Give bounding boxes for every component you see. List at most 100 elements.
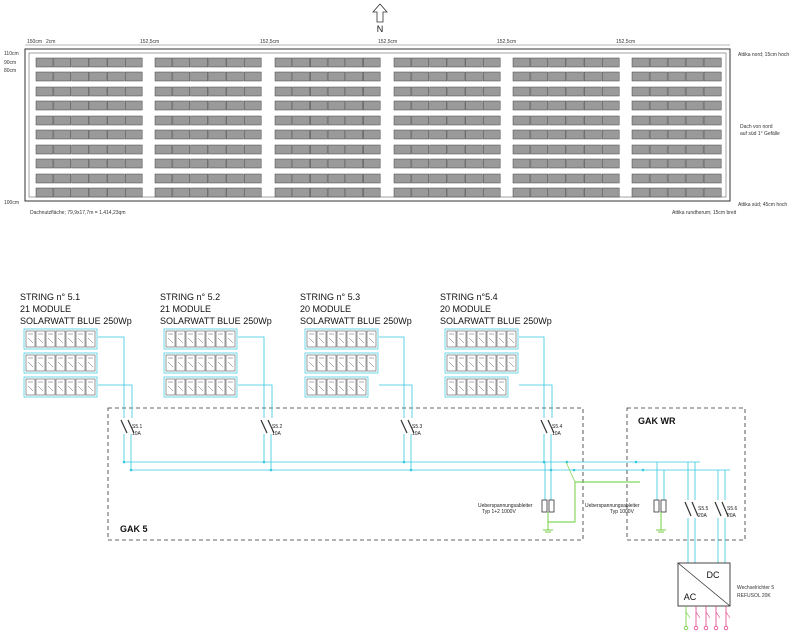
- roof-panel: [208, 115, 226, 126]
- roof-panel: [649, 115, 668, 126]
- roof-panel: [465, 86, 483, 97]
- roof-panel: [345, 86, 363, 97]
- roof-panel: [89, 100, 107, 111]
- roof-panel: [154, 115, 173, 126]
- roof-panel: [327, 187, 346, 198]
- roof-panel: [631, 144, 650, 155]
- dim-left-4: 100cm: [4, 200, 19, 206]
- roof-panel: [154, 129, 173, 140]
- roof-panel: [208, 144, 226, 155]
- roof-panel: [393, 158, 412, 169]
- fuse-s5-4-name: S5.4: [552, 424, 563, 430]
- roof-panel: [649, 129, 668, 140]
- roof-panel: [35, 100, 54, 111]
- module-mark: [448, 385, 455, 392]
- roof-panel: [429, 187, 447, 198]
- pv-module: [346, 354, 357, 372]
- roof-panel: [393, 100, 412, 111]
- pv-module: [506, 330, 517, 348]
- pv-module: [65, 354, 76, 372]
- label-attika-sued: Attika süd; 45cm hoch: [738, 202, 787, 208]
- roof-panel: [667, 187, 686, 198]
- roof-panel: [482, 173, 501, 184]
- roof-panel: [310, 57, 328, 68]
- module-mark: [488, 385, 495, 392]
- roof-panel: [71, 86, 89, 97]
- roof-panel: [429, 144, 447, 155]
- roof-panel: [243, 144, 262, 155]
- module-mark: [478, 361, 485, 368]
- module-mark: [27, 385, 34, 392]
- roof-panel: [243, 158, 262, 169]
- pv-module: [85, 354, 96, 372]
- fuse-s5-1-rating: 10A: [132, 431, 142, 437]
- roof-panel: [172, 173, 191, 184]
- module-mark: [177, 385, 184, 392]
- fuse-symbol: [684, 501, 692, 517]
- roof-panel: [53, 100, 72, 111]
- pv-module: [45, 354, 56, 372]
- roof-panel: [393, 57, 412, 68]
- roof-panel: [631, 158, 650, 169]
- fuse-symbol: [691, 501, 699, 517]
- roof-panel: [124, 129, 143, 140]
- roof-panel: [584, 100, 602, 111]
- roof-panel: [35, 144, 54, 155]
- pv-module: [195, 378, 206, 396]
- dc-line: [379, 336, 405, 418]
- roof-panel: [345, 100, 363, 111]
- string-row-frame: [163, 376, 238, 398]
- roof-panel: [172, 115, 191, 126]
- roof-panel: [584, 86, 602, 97]
- roof-panel: [226, 57, 244, 68]
- fuse-s5-5-name: S5.5: [698, 506, 709, 512]
- fuse-symbol: [127, 419, 135, 434]
- string-row-frame: [304, 352, 379, 374]
- string-5-4-title: STRING n°5.4: [440, 292, 498, 302]
- roof-panel: [310, 86, 328, 97]
- roof-panel: [393, 115, 412, 126]
- module-mark: [217, 385, 224, 392]
- roof-panel: [327, 129, 346, 140]
- roof-panel: [601, 71, 620, 82]
- roof-panel: [154, 57, 173, 68]
- pv-module: [316, 378, 327, 396]
- roof-panel: [685, 158, 704, 169]
- roof-panel: [226, 187, 244, 198]
- roof-panel: [548, 86, 566, 97]
- roof-panel: [566, 129, 584, 140]
- roof-panel: [274, 115, 293, 126]
- roof-panel: [243, 129, 262, 140]
- roof-panel: [274, 129, 293, 140]
- roof-panel: [71, 187, 89, 198]
- roof-panel: [327, 158, 346, 169]
- inverter-ac-label: AC: [684, 592, 697, 602]
- module-mark: [478, 337, 485, 344]
- fuse-s5-5-rating: 20A: [698, 513, 708, 519]
- roof-panel: [274, 71, 293, 82]
- module-mark: [498, 361, 505, 368]
- fuse-symbol: [400, 419, 408, 434]
- roof-panel: [89, 187, 107, 198]
- roof-panel-grid: [35, 57, 722, 198]
- earth-line: [547, 481, 662, 523]
- module-mark: [87, 361, 94, 368]
- pv-module: [506, 354, 517, 372]
- roof-panel: [243, 86, 262, 97]
- module-mark: [77, 337, 84, 344]
- roof-panel: [274, 158, 293, 169]
- roof-panel: [292, 173, 310, 184]
- dim-left-2: 90cm: [4, 60, 16, 66]
- roof-panel: [631, 100, 650, 111]
- module-mark: [348, 385, 355, 392]
- pv-module: [356, 378, 367, 396]
- roof-panel: [71, 129, 89, 140]
- roof-panel: [548, 57, 566, 68]
- pv-module: [75, 354, 86, 372]
- roof-panel: [631, 71, 650, 82]
- dim-top-6: 152,5cm: [497, 39, 516, 45]
- roof-panel: [124, 57, 143, 68]
- pv-module: [476, 354, 487, 372]
- roof-panel: [667, 173, 686, 184]
- roof-panel: [548, 173, 566, 184]
